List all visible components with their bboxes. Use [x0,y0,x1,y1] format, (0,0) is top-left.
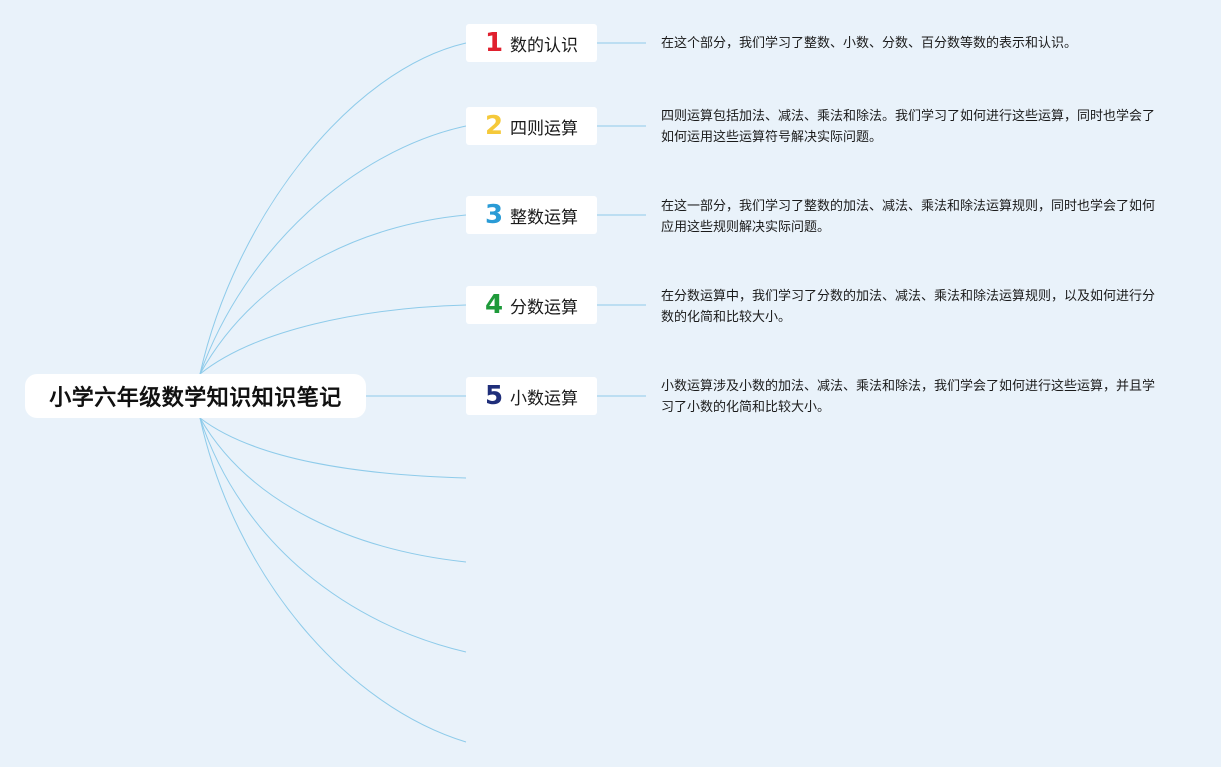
topic-node-1[interactable]: 1 数的认识 [466,24,597,62]
topic-label: 数的认识 [510,35,578,56]
topic-node-2[interactable]: 2 四则运算 [466,107,597,145]
number-3-icon: 3 [484,200,504,230]
branch-line-7 [199,417,467,563]
topic-description: 在分数运算中，我们学习了分数的加法、减法、乘法和除法运算规则，以及如何进行分数的… [661,289,1156,325]
topic-label: 整数运算 [510,207,578,228]
topic-label: 四则运算 [510,118,578,139]
topic-description: 四则运算包括加法、减法、乘法和除法。我们学习了如何进行这些运算，同时也学会了如何… [661,109,1156,145]
branch-line-6 [199,417,467,479]
number-2-icon: 2 [484,111,504,141]
number-5-icon: 5 [484,381,504,411]
topic-description: 小数运算涉及小数的加法、减法、乘法和除法，我们学会了如何进行这些运算，并且学习了… [661,379,1156,415]
topic-description: 在这个部分，我们学习了整数、小数、分数、百分数等数的表示和认识。 [661,36,1078,51]
topic-label: 分数运算 [510,297,578,318]
branch-line-2 [199,125,467,375]
branch-line-1 [199,42,467,375]
topic-node-5[interactable]: 5 小数运算 [466,377,597,415]
branch-line-3 [199,214,467,375]
topic-node-3[interactable]: 3 整数运算 [466,196,597,234]
branch-line-9 [199,417,467,743]
topic-node-4[interactable]: 4 分数运算 [466,286,597,324]
topic-description: 在这一部分，我们学习了整数的加法、减法、乘法和除法运算规则，同时也学会了如何应用… [661,199,1156,235]
topic-label: 小数运算 [510,388,578,409]
number-4-icon: 4 [484,290,504,320]
branch-line-8 [199,417,467,653]
root-title: 小学六年级数学知识知识笔记 [49,386,342,411]
number-1-icon: 1 [484,28,504,58]
branch-line-4 [199,304,467,375]
root-node[interactable]: 小学六年级数学知识知识笔记 [25,374,366,418]
